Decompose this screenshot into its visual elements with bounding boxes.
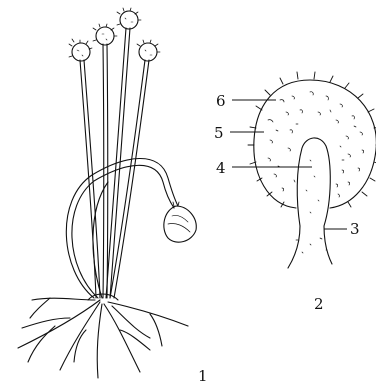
spores (268, 92, 364, 197)
label-part-3: 3 (350, 220, 360, 238)
sporangium-a (72, 43, 90, 61)
sporangium-section (248, 72, 376, 268)
label-figure-1: 1 (198, 367, 208, 383)
label-part-4: 4 (216, 159, 226, 177)
sporangiophores (66, 28, 178, 298)
columella (297, 138, 330, 226)
section-stalk (288, 226, 300, 268)
rhizoids (18, 298, 188, 378)
label-part-5: 5 (214, 124, 224, 142)
sporangium-wall (254, 80, 376, 208)
sporangium-d (139, 43, 157, 61)
label-part-6: 6 (216, 92, 226, 110)
columella-speckles (306, 160, 319, 213)
labels: 6 5 4 3 2 1 (198, 92, 360, 383)
mold-colony (18, 8, 196, 378)
label-figure-2: 2 (314, 295, 324, 313)
sporangium-speckles (77, 18, 152, 56)
